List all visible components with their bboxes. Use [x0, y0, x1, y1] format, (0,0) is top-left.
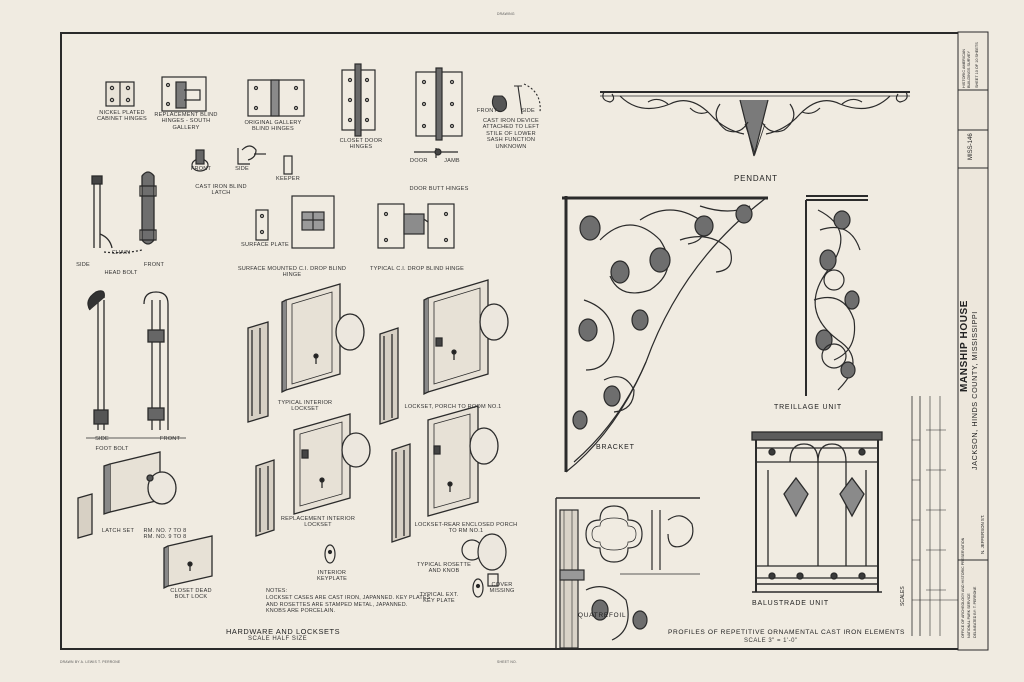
- bracket-drawing: [562, 196, 768, 473]
- typical-rosette-label: TYPICAL ROSETTE AND KNOB: [416, 562, 472, 575]
- title-survey: HISTORIC AMERICAN BUILDINGS SURVEY: [962, 49, 971, 88]
- bottom-center-margin-mark: SHEET NO.: [497, 660, 518, 664]
- chain-label: CHAIN: [111, 250, 131, 256]
- surface-drop-hinge-drawing: [255, 195, 335, 249]
- nickel-plated-hinges-drawing: [105, 81, 135, 107]
- top-margin-mark: DRAWING: [497, 12, 515, 16]
- surface-drop-hinge-label: SURFACE MOUNTED C.I. DROP BLIND HINGE: [237, 266, 347, 279]
- typical-drop-hinge-label: TYPICAL C.I. DROP BLIND HINGE: [369, 266, 465, 272]
- original-hinges-label: ORIGINAL GALLERY BLIND HINGES: [244, 120, 302, 133]
- title-block-frame: [920, 31, 989, 651]
- closet-door-hinges-drawing: [341, 63, 376, 137]
- rosette-knob-drawing: [461, 533, 507, 598]
- door-label: DOOR: [410, 158, 428, 164]
- keeper-label: KEEPER: [276, 176, 300, 182]
- jamb-label: JAMB: [444, 158, 460, 164]
- interior-keyplate-drawing: [324, 544, 336, 564]
- interior-keyplate-label: INTERIOR KEYPLATE: [316, 570, 348, 583]
- treillage-unit-drawing: [805, 195, 868, 396]
- profiles-scale: SCALE 3" = 1'-0": [744, 638, 798, 644]
- closet-hinges-label: CLOSET DOOR HINGES: [339, 138, 383, 151]
- typical-ext-key-plate-label: TYPICAL EXT. KEY PLATE: [419, 592, 459, 605]
- latch-set-label: LATCH SET: [101, 528, 135, 534]
- latch-set-drawing: [77, 451, 177, 539]
- foot-bolt-side-label: SIDE: [95, 436, 109, 442]
- balustrade-unit-label: BALUSTRADE UNIT: [752, 600, 829, 607]
- title-number: MISS-146: [968, 133, 974, 160]
- lockset-porch-to-room1-drawing: [379, 279, 509, 425]
- typical-interior-lockset-label: TYPICAL INTERIOR LOCKSET: [277, 400, 333, 413]
- cast-iron-blind-latch-label: CAST IRON BLIND LATCH: [195, 184, 247, 197]
- cast-iron-device-drawing: [491, 83, 541, 115]
- replacement-interior-lockset-drawing: [255, 413, 371, 537]
- device-side-label: SIDE: [521, 108, 535, 114]
- quatrefoil-label: QUATREFOIL: [578, 612, 627, 619]
- hardware-scale: SCALE HALF SIZE: [248, 636, 308, 642]
- title-scales-label: SCALES: [900, 586, 906, 606]
- title-location: JACKSON, HINDS COUNTY, MISSISSIPPI: [970, 311, 979, 470]
- bottom-left-margin-mark: DRAWN BY A. LEWIS T. PERRONE: [60, 660, 121, 664]
- rm-numbers-label: RM. NO. 7 TO 8 RM. NO. 9 TO 8: [143, 528, 187, 541]
- replacement-blind-hinges-drawing: [161, 76, 207, 112]
- notes-line: AND ROSETTES ARE STAMPED METAL, JAPANNED…: [266, 601, 408, 608]
- title-street: N. JEFFERSON ST.: [980, 514, 985, 554]
- lockset-rear-porch-label: LOCKSET-REAR ENCLOSED PORCH TO RM NO.1: [414, 522, 518, 535]
- latch-side-label: SIDE: [235, 166, 249, 172]
- original-gallery-hinges-drawing: [247, 79, 305, 117]
- surface-plate-label: SURFACE PLATE: [241, 242, 289, 248]
- latch-front-label: FRONT: [190, 166, 212, 172]
- lockset-porch-label: LOCKSET, PORCH TO ROOM NO.1: [404, 404, 502, 410]
- notes-block: NOTES: LOCKSET CASES ARE CAST IRON, JAPA…: [266, 588, 430, 615]
- head-bolt-side-label: SIDE: [76, 262, 90, 268]
- closet-dead-bolt-label: CLOSET DEAD BOLT LOCK: [170, 588, 212, 601]
- lockset-rear-porch-drawing: [391, 405, 499, 543]
- door-butt-hinges-drawing: [414, 67, 463, 158]
- door-butt-hinges-label: DOOR BUTT HINGES: [409, 186, 469, 192]
- quatrefoil-profile-drawing: [555, 497, 700, 649]
- head-bolt-label: HEAD BOLT: [104, 270, 138, 276]
- bracket-label: BRACKET: [596, 444, 635, 451]
- treillage-unit-label: TREILLAGE UNIT: [774, 404, 842, 411]
- notes-line: NOTES:: [266, 588, 288, 594]
- profiles-title: PROFILES OF REPETITIVE ORNAMENTAL CAST I…: [668, 629, 905, 636]
- head-bolt-drawing: [91, 171, 157, 254]
- foot-bolt-front-label: FRONT: [159, 436, 181, 442]
- hardware-title: HARDWARE AND LOCKSETS: [226, 627, 341, 636]
- typical-interior-lockset-drawing: [247, 283, 365, 423]
- cover-missing-label: COVER MISSING: [489, 582, 515, 595]
- title-office: OFFICE OF ARCHEOLOGY AND HISTORIC PRESER…: [961, 537, 965, 638]
- notes-line: KNOBS ARE PORCELAIN.: [266, 608, 336, 615]
- title-building-name: MANSHIP HOUSE: [959, 299, 970, 392]
- replacement-hinges-label: REPLACEMENT BLIND HINGES - SOUTH GALLERY: [154, 112, 218, 131]
- title-nps: NATIONAL PARK SERVICE: [967, 593, 971, 638]
- head-bolt-front-label: FRONT: [143, 262, 165, 268]
- title-delineator: DELINEATED BY: T. PERRONE: [973, 586, 977, 638]
- replacement-interior-lockset-label: REPLACEMENT INTERIOR LOCKSET: [280, 516, 356, 529]
- foot-bolt-drawing: [86, 290, 186, 439]
- blind-latch-drawing: [191, 145, 293, 175]
- title-sheet-count: SHEET 10 OF 10 SHEETS: [975, 42, 979, 88]
- pendant-drawing: [600, 91, 910, 157]
- nickel-hinges-label: NICKEL PLATED CABINET HINGES: [97, 110, 147, 123]
- balustrade-unit-drawing: [751, 431, 883, 593]
- foot-bolt-label: FOOT BOLT: [95, 446, 129, 452]
- pendant-label: PENDANT: [734, 174, 778, 183]
- cast-iron-device-label: CAST IRON DEVICE ATTACHED TO LEFT STILE …: [482, 118, 540, 150]
- device-front-label: FRONT: [476, 108, 498, 114]
- closet-dead-bolt-drawing: [163, 535, 213, 590]
- scale-bars: [911, 396, 946, 636]
- typical-drop-hinge-drawing: [377, 203, 455, 249]
- notes-line: LOCKSET CASES ARE CAST IRON, JAPANNED. K…: [266, 594, 431, 601]
